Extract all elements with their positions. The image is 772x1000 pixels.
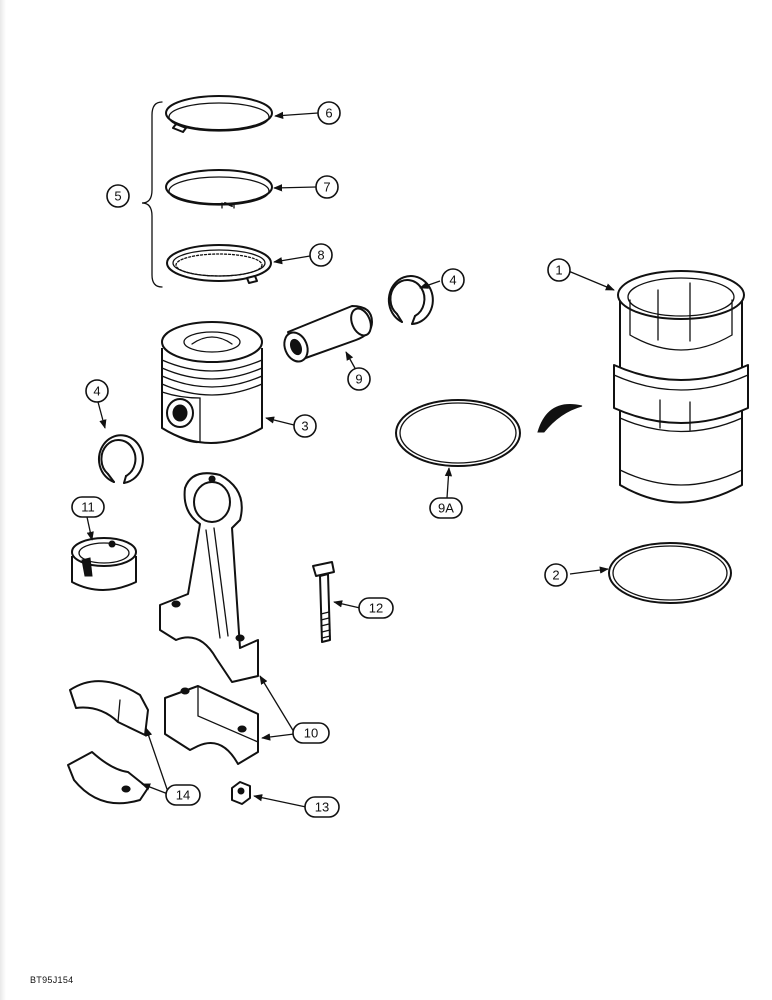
direction-arrow xyxy=(537,404,583,433)
svg-text:4: 4 xyxy=(449,273,456,288)
connecting-rod-nut xyxy=(231,781,251,805)
svg-text:12: 12 xyxy=(369,601,383,616)
callout-10: 10 xyxy=(292,722,330,744)
connecting-rod-bushing xyxy=(71,537,137,591)
bearing-shell-lower xyxy=(67,751,149,805)
snap-ring-right xyxy=(387,275,434,325)
svg-text:1: 1 xyxy=(555,263,562,278)
leader-lines xyxy=(86,111,615,808)
svg-text:9: 9 xyxy=(355,372,362,387)
callout-12: 12 xyxy=(358,597,394,619)
snap-ring-left xyxy=(98,434,144,484)
piston-pin xyxy=(283,305,373,363)
callout-2: 2 xyxy=(544,563,568,587)
svg-text:7: 7 xyxy=(323,180,330,195)
callout-3: 3 xyxy=(293,414,317,438)
connecting-rod-bolt xyxy=(312,561,335,643)
callout-6: 6 xyxy=(317,101,341,125)
svg-text:10: 10 xyxy=(304,726,318,741)
callout-4-left: 4 xyxy=(85,379,109,403)
sleeve-seal-ring xyxy=(608,542,732,604)
connecting-rod xyxy=(159,472,259,683)
connecting-rod-cap xyxy=(164,685,259,765)
svg-text:14: 14 xyxy=(176,788,190,803)
callout-1: 1 xyxy=(547,258,571,282)
callout-5: 5 xyxy=(106,184,130,208)
ring-set-brace xyxy=(141,101,163,288)
scan-edge xyxy=(0,0,6,1000)
callout-4-right: 4 xyxy=(441,268,465,292)
svg-text:2: 2 xyxy=(552,568,559,583)
callout-13: 13 xyxy=(304,796,340,818)
figure-code: BT95J154 xyxy=(30,975,74,985)
piston xyxy=(161,321,263,444)
callout-9: 9 xyxy=(347,367,371,391)
svg-text:13: 13 xyxy=(315,800,329,815)
callout-8: 8 xyxy=(309,243,333,267)
callout-7: 7 xyxy=(315,175,339,199)
svg-text:4: 4 xyxy=(93,384,100,399)
svg-text:9A: 9A xyxy=(438,501,454,516)
oil-control-ring xyxy=(166,244,272,284)
svg-text:5: 5 xyxy=(114,189,121,204)
piston-ring-top xyxy=(165,95,273,133)
seal-ring-9a xyxy=(395,399,521,467)
callout-9a: 9A xyxy=(429,497,463,519)
bearing-shell-upper xyxy=(69,680,149,736)
callout-11: 11 xyxy=(71,496,105,518)
piston-ring-middle xyxy=(165,169,273,209)
svg-text:3: 3 xyxy=(301,419,308,434)
svg-text:11: 11 xyxy=(81,500,95,515)
svg-text:6: 6 xyxy=(325,106,332,121)
callout-14: 14 xyxy=(165,784,201,806)
svg-text:8: 8 xyxy=(317,248,324,263)
cylinder-sleeve xyxy=(613,270,749,504)
